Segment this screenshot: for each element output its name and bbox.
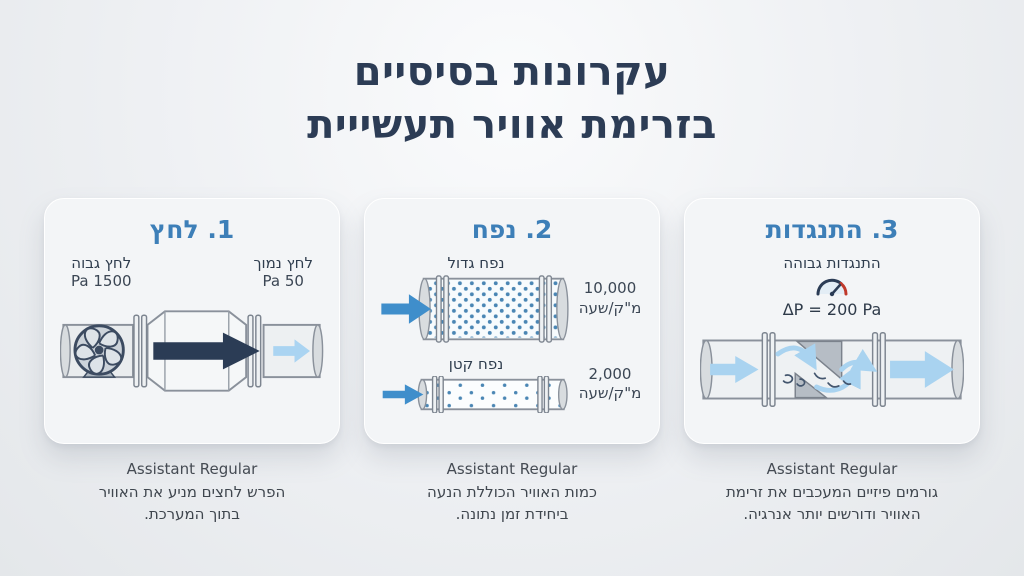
- page-title-line1: עקרונות בסיסיים: [353, 49, 671, 95]
- small-volume-row: נפח קטן: [379, 355, 645, 413]
- big-duct-flanges: [435, 275, 553, 343]
- volume-card: 2. נפח נפח גדול: [364, 198, 660, 444]
- flow-arrow-blue: [381, 294, 431, 324]
- flow-arrow-blue-small: [382, 384, 424, 405]
- volume-card-title: 2. נפח: [471, 215, 553, 244]
- turbulence-swirls: [782, 372, 852, 388]
- small-duct-block: נפח קטן: [379, 355, 573, 413]
- small-duct-flanges: [431, 376, 550, 413]
- small-volume-value: 2,000: [588, 364, 632, 383]
- duct-left-end: [60, 324, 71, 378]
- gauge-wrap: [699, 274, 965, 298]
- small-volume-unit: מ"ק/שעה: [578, 384, 642, 402]
- big-duct-illustration: [381, 275, 569, 343]
- small-duct-illustration: [382, 376, 568, 413]
- big-volume-value-block: 10,000 מ"ק/שעה: [575, 279, 645, 318]
- gauge-icon: [816, 278, 848, 297]
- resistance-caption-line2: האוויר ודורשים יותר אנרגיה.: [743, 505, 921, 523]
- volume-caption-title: Assistant Regular: [446, 460, 578, 478]
- resistance-caption-title: Assistant Regular: [766, 460, 898, 478]
- pressure-duct-illustration: [60, 310, 324, 392]
- pressure-card-title: 1. לחץ: [149, 215, 235, 244]
- volume-caption-line1: כמות האוויר הכוללת הנעה: [427, 482, 597, 501]
- small-volume-value-block: 2,000 מ"ק/שעה: [575, 365, 645, 404]
- flow-arrow-light: [273, 339, 310, 363]
- panel-pressure: 1. לחץ לחץ גבוה 1500 Pa לחץ נמוך 50 Pa: [44, 198, 340, 526]
- panel-volume: 2. נפח נפח גדול: [364, 198, 660, 526]
- resistance-card-title: 3. התנגדות: [765, 215, 899, 244]
- pressure-caption: Assistant Regular הפרש לחצים מניע את האו…: [44, 458, 340, 526]
- volume-caption-line2: ביחידת זמן נתונה.: [455, 505, 569, 523]
- flow-arrow-light-in: [710, 355, 759, 384]
- resistance-duct-illustration: [700, 332, 964, 407]
- resistance-caption: Assistant Regular גורמים פיזיים המעכבים …: [684, 458, 980, 526]
- big-volume-row: נפח גדול: [379, 254, 645, 343]
- pressure-card: 1. לחץ לחץ גבוה 1500 Pa לחץ נמוך 50 Pa: [44, 198, 340, 444]
- pressure-caption-line1: הפרש לחצים מניע את האוויר: [98, 482, 286, 501]
- big-volume-unit: מ"ק/שעה: [578, 298, 642, 317]
- high-pressure-value: 1500 Pa: [71, 272, 132, 290]
- page-title: עקרונות בסיסיים בזרימת אוויר תעשייית: [0, 46, 1024, 152]
- high-pressure-label-block: לחץ גבוה 1500 Pa: [71, 254, 132, 290]
- panels-row: 1. לחץ לחץ גבוה 1500 Pa לחץ נמוך 50 Pa: [0, 198, 1024, 526]
- flow-arrow-light-out: [890, 351, 954, 388]
- fan-icon: [73, 324, 125, 378]
- big-volume-value: 10,000: [583, 279, 637, 297]
- flange-left: [133, 314, 148, 388]
- small-volume-label: נפח קטן: [448, 355, 504, 373]
- page-title-line2: בזרימת אוויר תעשייית: [307, 101, 717, 148]
- big-duct-block: נפח גדול: [379, 254, 573, 343]
- pressure-caption-title: Assistant Regular: [126, 460, 258, 478]
- big-volume-label: נפח גדול: [447, 254, 505, 272]
- panel-resistance: 3. התנגדות התנגדות גבוהה ΔP = 200 Pa: [684, 198, 980, 526]
- resistance-card: 3. התנגדות התנגדות גבוהה ΔP = 200 Pa: [684, 198, 980, 444]
- high-pressure-label: לחץ גבוה: [71, 254, 132, 272]
- volume-caption: Assistant Regular כמות האוויר הכוללת הנע…: [364, 458, 660, 526]
- low-pressure-label-block: לחץ נמוך 50 Pa: [253, 254, 313, 290]
- resistance-caption-line1: גורמים פיזיים המעכבים את זרימת: [725, 482, 939, 501]
- duct-right-end: [312, 324, 324, 378]
- pressure-labels: לחץ גבוה 1500 Pa לחץ נמוך 50 Pa: [59, 254, 325, 290]
- flow-arrow-dark: [153, 332, 260, 370]
- high-resistance-label: התנגדות גבוהה: [783, 254, 881, 272]
- delta-p-value: ΔP = 200 Pa: [782, 300, 882, 319]
- low-pressure-label: לחץ נמוך: [253, 254, 313, 272]
- low-pressure-value: 50 Pa: [262, 272, 304, 290]
- turbulence-arrows: [775, 343, 878, 393]
- resistance-duct-flanges: [761, 332, 886, 407]
- pressure-caption-line2: בתוך המערכת.: [144, 505, 240, 523]
